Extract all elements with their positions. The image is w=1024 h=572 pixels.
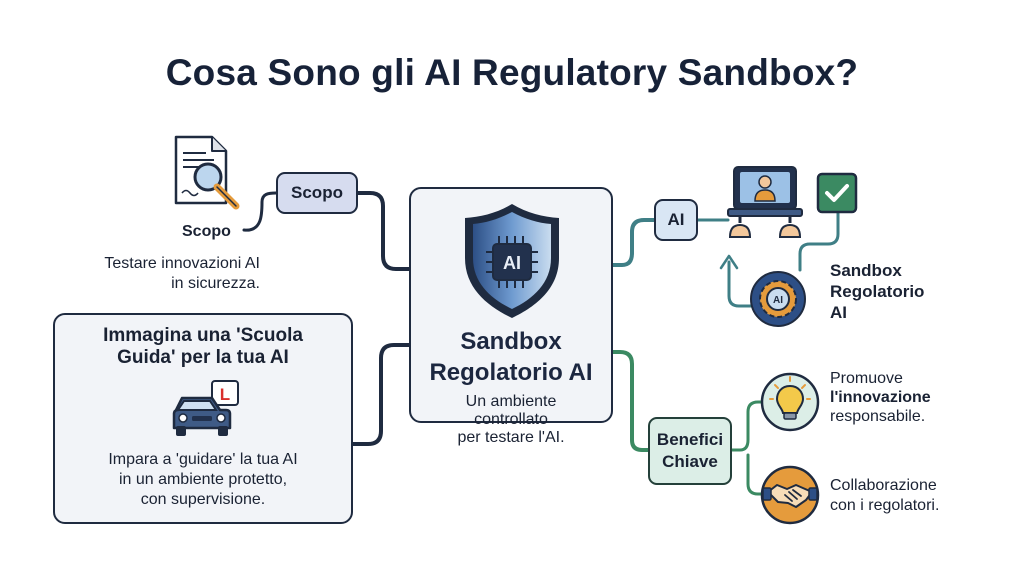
checkmark-icon bbox=[816, 172, 858, 214]
computer-user-icon bbox=[727, 166, 803, 238]
sandbox-label-line: Sandbox bbox=[830, 261, 902, 280]
scopo-label: Scopo bbox=[182, 223, 231, 240]
document-search-icon bbox=[174, 135, 240, 210]
benefici-pill-line: Benefici bbox=[656, 430, 724, 449]
learner-car-icon: L bbox=[172, 380, 239, 436]
central-node-description: Un ambiente controllato per testare l'AI… bbox=[409, 393, 613, 447]
page-title: Cosa Sono gli AI Regulatory Sandbox? bbox=[165, 52, 859, 93]
badge-label: AI bbox=[773, 295, 783, 306]
benefit-line: con i regolatori. bbox=[830, 497, 940, 514]
driving-school-desc-line: Impara a 'guidare' la tua AI bbox=[108, 451, 298, 468]
central-desc-line: per testare l'AI. bbox=[457, 429, 565, 446]
central-desc-line: controllato bbox=[474, 411, 548, 428]
benefici-pill-line: Chiave bbox=[662, 452, 718, 471]
sandbox-label-line: AI bbox=[830, 303, 847, 322]
sandbox-regolatorio-label: Sandbox Regolatorio AI bbox=[830, 260, 924, 323]
benefit-line: Collaborazione bbox=[830, 477, 937, 494]
central-desc-line: Un ambiente bbox=[465, 393, 557, 410]
central-title-line: Sandbox bbox=[460, 328, 562, 355]
handshake-icon bbox=[760, 465, 820, 525]
lightbulb-icon bbox=[760, 372, 820, 432]
ai-node[interactable]: AI bbox=[654, 199, 698, 241]
benefit-line-bold: l'innovazione bbox=[830, 389, 931, 406]
driving-school-title-line: Immagina una 'Scuola bbox=[103, 325, 303, 346]
benefit-line: Promuove bbox=[830, 370, 903, 387]
shield-ai-chip-icon: AI bbox=[465, 204, 559, 318]
driving-school-description: Impara a 'guidare' la tua AI in un ambie… bbox=[53, 450, 353, 510]
driving-school-desc-line: con supervisione. bbox=[140, 491, 266, 508]
driving-school-title-line: Guida' per la tua AI bbox=[117, 347, 289, 368]
benefit-innovation: Promuove l'innovazione responsabile. bbox=[830, 369, 931, 426]
central-node-title: Sandbox Regolatorio AI bbox=[409, 326, 613, 388]
sandbox-label-line: Regolatorio bbox=[830, 282, 925, 301]
scopo-desc-line: in sicurezza. bbox=[171, 275, 260, 292]
scopo-node[interactable]: Scopo bbox=[276, 172, 358, 214]
central-title-line: Regolatorio AI bbox=[429, 359, 593, 386]
scopo-description: Testare innovazioni AI in sicurezza. bbox=[40, 254, 260, 294]
l-plate-label: L bbox=[220, 385, 230, 404]
driving-school-desc-line: in un ambiente protetto, bbox=[118, 471, 288, 488]
chip-label: AI bbox=[503, 253, 521, 273]
ai-gear-badge-icon: AI bbox=[750, 271, 806, 327]
benefit-collaboration: Collaborazione con i regolatori. bbox=[830, 476, 939, 516]
benefit-line: responsabile. bbox=[830, 408, 926, 425]
benefici-node[interactable]: Benefici Chiave bbox=[648, 417, 732, 485]
scopo-desc-line: Testare innovazioni AI bbox=[104, 255, 260, 272]
driving-school-title: Immagina una 'Scuola Guida' per la tua A… bbox=[53, 325, 353, 369]
